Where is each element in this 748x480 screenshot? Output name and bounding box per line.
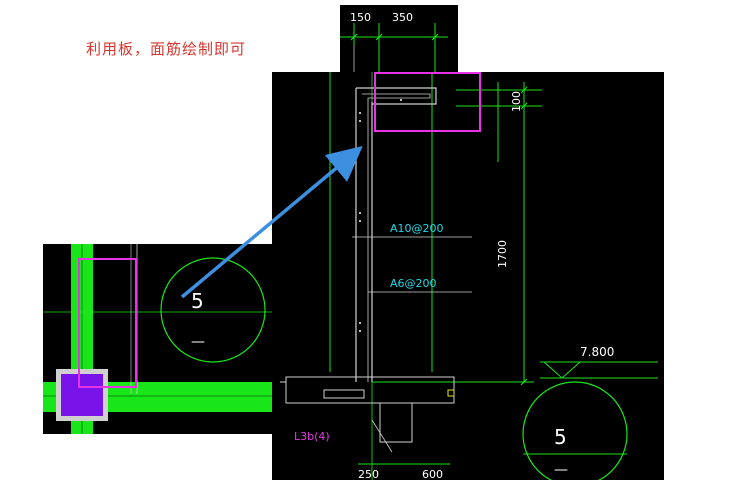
plan-view-drawing: 5 — — [43, 244, 272, 434]
dim-100: 100 — [510, 91, 523, 112]
rebar-label-a6: A6@200 — [390, 277, 437, 290]
section-mark-right-number: 5 — [554, 425, 567, 449]
dim-600: 600 — [422, 468, 443, 480]
dim-1700: 1700 — [496, 240, 509, 268]
section-detail-panel: 100 1700 A10@200 A6@200 7.800 L3b(4) 250… — [272, 72, 664, 480]
section-detail-drawing: 100 1700 A10@200 A6@200 7.800 L3b(4) 250… — [280, 72, 658, 480]
beam-label: L3b(4) — [294, 430, 330, 443]
dim-250: 250 — [358, 468, 379, 480]
top-dimension-drawing: 150 350 — [340, 11, 448, 73]
rebar-label-a10: A10@200 — [390, 222, 444, 235]
plan-view-panel: 5 — — [43, 244, 272, 434]
section-mark-right-sub: — — [554, 462, 568, 478]
elevation-label: 7.800 — [580, 345, 614, 359]
top-dimension-panel: 150 350 — [340, 5, 458, 73]
dim-350: 350 — [392, 11, 413, 24]
dim-150: 150 — [350, 11, 371, 24]
section-mark-left-sub: — — [191, 334, 205, 350]
section-mark-left-number: 5 — [191, 289, 204, 313]
annotation-caption: 利用板，面筋绘制即可 — [86, 40, 247, 58]
